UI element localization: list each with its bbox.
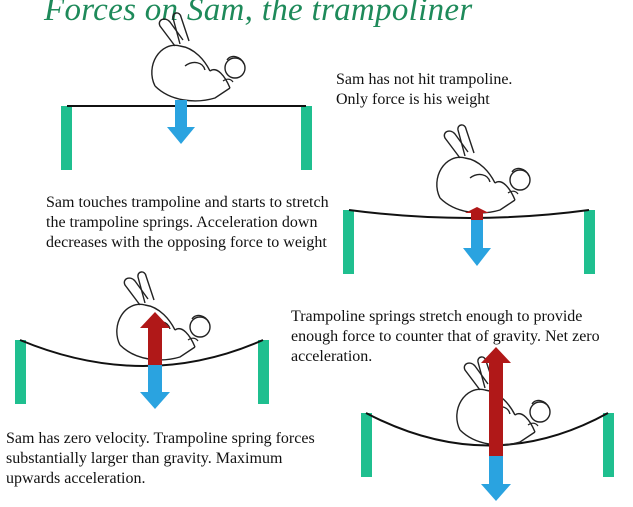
weight-arrow [481,456,511,501]
weight-arrow [167,100,195,144]
page-title: Forces on Sam, the trampoliner [44,0,473,28]
caption-stage-1: Sam has not hit trampoline. Only force i… [336,71,513,108]
trampoline-post-right [603,413,614,477]
spring-force-arrow [481,347,511,456]
weight-arrow [140,365,170,409]
trampoline-post-left [343,210,354,274]
sam-figure [436,124,531,214]
trampoline-post-left [361,413,372,477]
spring-force-arrow [465,207,489,220]
caption-stage-4: Sam has zero velocity. Trampoline spring… [6,430,315,487]
sam-figure [456,356,551,446]
trampoline-bed [348,209,590,219]
spring-force-arrow [140,312,170,365]
stage-4-scene [361,347,614,501]
trampoline-post-left [61,106,72,170]
trampoline-post-right [584,210,595,274]
stage-3-scene [15,271,269,409]
caption-stage-2: Sam touches trampoline and starts to str… [46,194,329,251]
stage-2-scene [343,124,595,274]
trampoline-bed [365,412,609,447]
stage-1-scene [61,12,312,170]
trampoline-post-left [15,340,26,404]
trampoline-post-right [301,106,312,170]
trampoline-post-right [258,340,269,404]
sam-figure [151,12,246,102]
weight-arrow [463,220,491,266]
caption-stage-3: Trampoline springs stretch enough to pro… [291,308,600,365]
trampoline-bed [19,339,264,367]
sam-figure [116,271,211,361]
